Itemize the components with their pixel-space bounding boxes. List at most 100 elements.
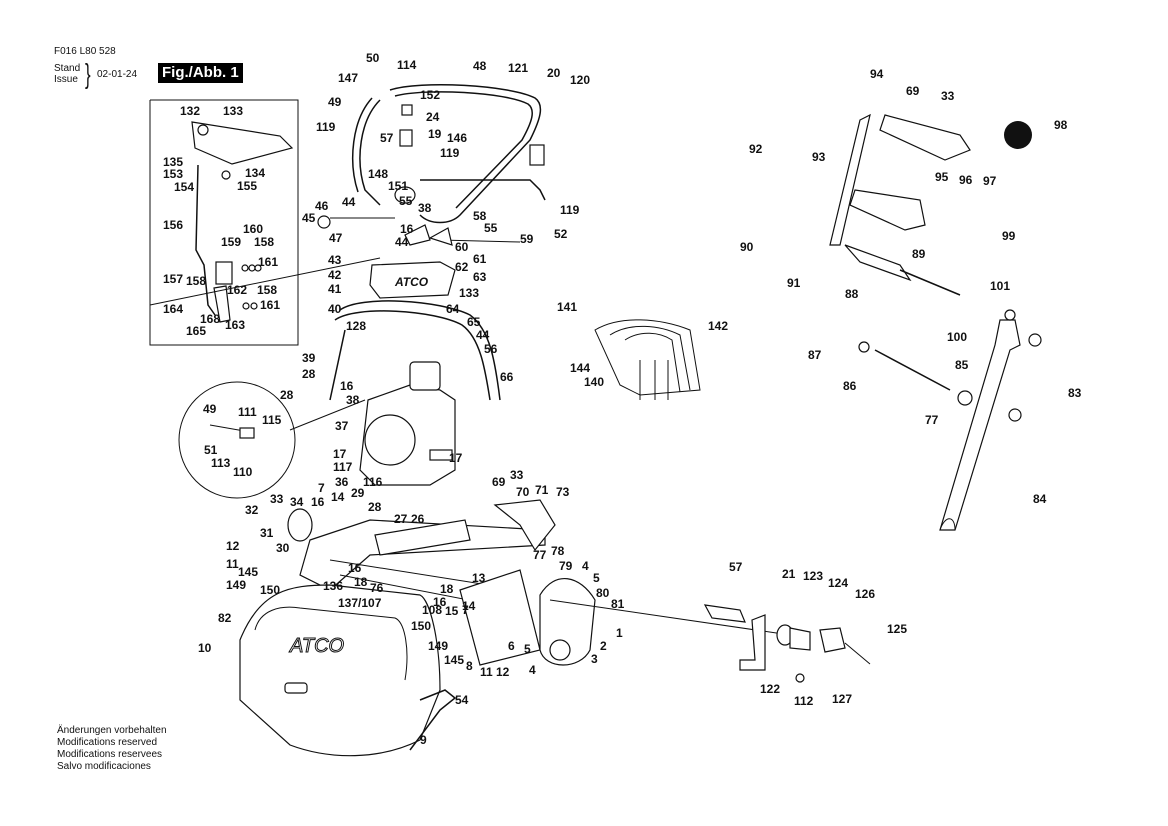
part-label: 42 xyxy=(328,268,342,282)
part-label: 44 xyxy=(395,235,409,249)
part-label: 10 xyxy=(198,641,212,655)
part-label: 51 xyxy=(204,443,218,457)
part-label: 133 xyxy=(223,104,243,118)
part-label: 21 xyxy=(782,567,796,581)
part-label: 38 xyxy=(418,201,432,215)
handle-bar-part xyxy=(389,83,542,224)
part-label: 13 xyxy=(472,571,486,585)
part-label: 157 xyxy=(163,272,183,286)
part-label: 96 xyxy=(959,173,973,187)
part-label: 156 xyxy=(163,218,183,232)
notice-line-de: Änderungen vorbehalten xyxy=(57,725,167,736)
part-label: 121 xyxy=(508,61,528,75)
arm-91-part xyxy=(829,113,871,246)
part-label: 128 xyxy=(346,319,366,333)
part-label: 142 xyxy=(708,319,728,333)
part-label: 119 xyxy=(316,120,336,134)
part-label: 117 xyxy=(333,460,353,474)
part-label: 97 xyxy=(983,174,997,188)
part-label: 120 xyxy=(570,73,590,87)
part-label: 29 xyxy=(351,486,365,500)
knob-98-part xyxy=(1004,121,1032,149)
part-label: 5 xyxy=(593,571,600,585)
part-label: 33 xyxy=(510,468,524,482)
part-label: 62 xyxy=(455,260,469,274)
part-label: 112 xyxy=(794,694,814,708)
part-label: 82 xyxy=(218,611,232,625)
part-label: 149 xyxy=(428,639,448,653)
part-label: 79 xyxy=(559,559,573,573)
part-label: 11 xyxy=(480,665,493,679)
part-label: 98 xyxy=(1054,118,1068,132)
part-label: 17 xyxy=(449,451,463,465)
control-rod-part xyxy=(195,164,216,316)
part-label: 28 xyxy=(280,388,294,402)
part-label: 137/107 xyxy=(338,596,382,610)
part-label: 19 xyxy=(428,127,442,141)
part-label: 140 xyxy=(584,375,604,389)
part-label: 151 xyxy=(388,179,408,193)
part-label: 4 xyxy=(582,559,589,573)
control-box: ATCO xyxy=(329,261,501,401)
part-label: 71 xyxy=(535,483,549,497)
part-label: 152 xyxy=(420,88,440,102)
part-label: 32 xyxy=(245,503,259,517)
adjuster-assembly xyxy=(703,604,871,683)
part-label: 100 xyxy=(947,330,967,344)
part-labels: 132 133 135 153 134 154 155 156 160 159 … xyxy=(163,51,1082,747)
clip-part xyxy=(529,144,545,166)
part-label: 133 xyxy=(459,286,479,300)
part-label: 18 xyxy=(354,575,368,589)
part-label: 73 xyxy=(556,485,570,499)
part-label: 3 xyxy=(591,652,598,666)
part-label: 132 xyxy=(180,104,200,118)
part-label: 84 xyxy=(1033,492,1047,506)
part-label: 31 xyxy=(260,526,274,540)
part-label: 36 xyxy=(335,475,349,489)
part-label: 65 xyxy=(467,315,481,329)
handle-slot-part xyxy=(284,682,308,694)
detail-circle-inset xyxy=(178,381,366,499)
part-label: 158 xyxy=(186,274,206,288)
grass-box: ATCO xyxy=(239,584,457,757)
part-label: 30 xyxy=(276,541,290,555)
part-label: 12 xyxy=(226,539,240,553)
part-label: 78 xyxy=(551,544,565,558)
part-label: 66 xyxy=(500,370,514,384)
knob-part xyxy=(317,215,331,229)
figure-label: Fig./Abb. 1 xyxy=(158,63,243,83)
engine xyxy=(359,361,456,486)
part-label: 124 xyxy=(828,576,848,590)
part-label: 8 xyxy=(466,659,473,673)
part-label: 17 xyxy=(333,447,347,461)
part-label: 126 xyxy=(855,587,875,601)
part-label: 70 xyxy=(516,485,530,499)
part-label: 2 xyxy=(600,639,607,653)
part-label: 113 xyxy=(211,456,231,470)
stand-label: Stand xyxy=(54,63,81,74)
part-label: 28 xyxy=(368,500,382,514)
document-number: F016 L80 528 xyxy=(54,46,116,57)
part-label: 153 xyxy=(163,167,183,181)
grass-guard xyxy=(594,319,701,400)
part-label: 146 xyxy=(447,131,467,145)
part-label: 94 xyxy=(870,67,884,81)
inset-control-assembly xyxy=(149,99,381,346)
part-label: 92 xyxy=(749,142,763,156)
part-label: 60 xyxy=(455,240,469,254)
atco-logo-small: ATCO xyxy=(394,275,429,289)
part-label: 37 xyxy=(335,419,349,433)
part-label: 99 xyxy=(1002,229,1016,243)
part-label: 45 xyxy=(302,211,316,225)
part-label: 47 xyxy=(329,231,343,245)
part-label: 90 xyxy=(740,240,754,254)
part-label: 119 xyxy=(440,146,460,160)
part-label: 93 xyxy=(812,150,826,164)
part-label: 135 xyxy=(163,155,183,169)
part-label: 144 xyxy=(570,361,590,375)
part-label: 69 xyxy=(492,475,506,489)
part-label: 136 xyxy=(323,579,343,593)
part-label: 28 xyxy=(302,367,316,381)
part-label: 115 xyxy=(262,413,282,427)
part-label: 43 xyxy=(328,253,342,267)
